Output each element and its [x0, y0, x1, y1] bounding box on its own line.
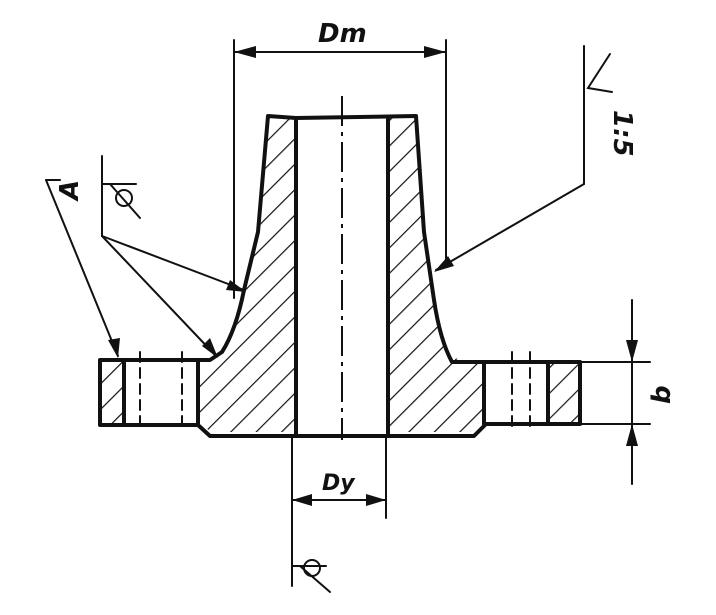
- part-outline: [98, 96, 582, 440]
- right-section: [388, 116, 484, 432]
- a-label: A: [55, 180, 85, 202]
- dm-label: Dm: [318, 19, 367, 49]
- leader-a: A: [45, 179, 120, 358]
- dimension-b: b: [579, 299, 677, 485]
- right-flange-block: [548, 362, 578, 422]
- weld-symbol-lower: [291, 559, 331, 593]
- b-label: b: [647, 385, 677, 404]
- left-flange-block: [100, 360, 124, 424]
- hatched-sections: [100, 116, 578, 432]
- dimension-dy: Dy: [291, 435, 387, 587]
- taper-symbol: 1:5: [434, 45, 637, 272]
- taper-icon: [586, 53, 613, 93]
- outer-contour: [98, 114, 582, 438]
- weld-symbol-upper: [101, 155, 246, 358]
- taper-label: 1:5: [607, 110, 637, 157]
- weld-symbol-icon: [115, 189, 133, 207]
- dy-label: Dy: [322, 471, 356, 496]
- dimension-dm: Dm: [233, 19, 447, 299]
- weld-symbol-lower-icon: [303, 559, 321, 577]
